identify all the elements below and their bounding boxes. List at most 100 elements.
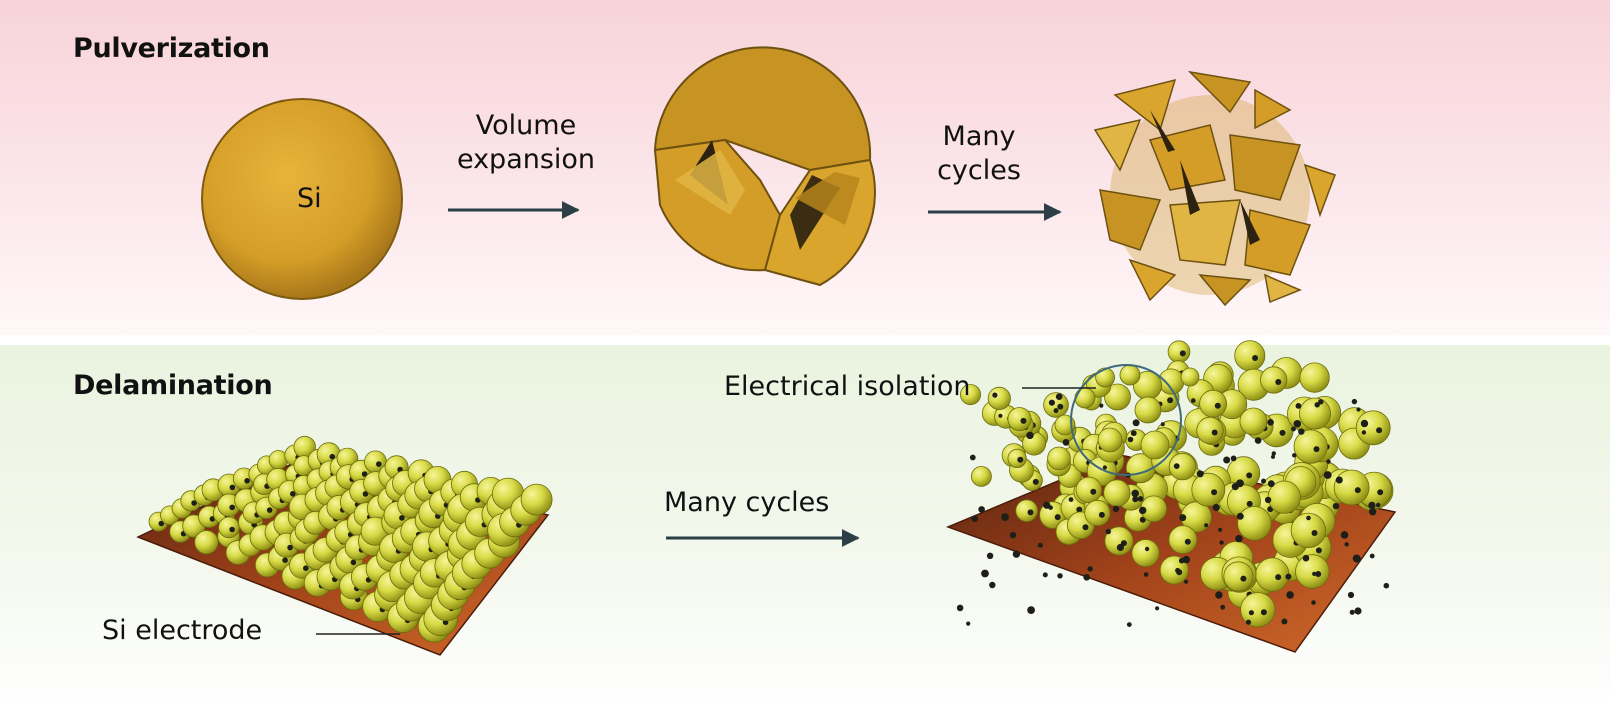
carbon-dot	[1313, 446, 1320, 453]
debris-dot	[1026, 431, 1034, 440]
debris-dot	[1191, 398, 1196, 403]
silicon-sphere	[1084, 499, 1111, 527]
carbon-dot	[1076, 506, 1083, 513]
fresh-electrode	[136, 435, 553, 656]
many-cycles-line1: Many	[942, 121, 1016, 152]
silicon-sphere	[1043, 392, 1069, 418]
debris-dot	[969, 454, 976, 461]
debris-dot	[1264, 496, 1272, 504]
carbon-dot	[1167, 397, 1174, 404]
debris-dot	[1112, 505, 1120, 513]
silicon-sphere	[1237, 506, 1272, 541]
carbon-dot	[1184, 538, 1191, 545]
debris-dot	[1236, 479, 1244, 488]
debris-dot	[971, 515, 978, 522]
many-cycles-label-bottom: Many cycles	[664, 487, 830, 518]
debris-dot	[956, 604, 964, 612]
debris-dot	[1271, 454, 1275, 459]
debris-dot	[966, 621, 971, 626]
debris-dot	[1286, 591, 1294, 599]
debris-dot	[998, 413, 1003, 418]
silicon-sphere	[1355, 410, 1391, 446]
silicon-sphere	[971, 465, 992, 487]
silicon-sphere	[1260, 366, 1288, 394]
debris-dot	[1356, 407, 1361, 412]
silicon-sphere	[1104, 383, 1131, 411]
delaminated-electrode	[945, 340, 1397, 653]
debris-dot	[1326, 459, 1331, 464]
debris-dot	[1351, 398, 1358, 405]
carbon-dot	[290, 491, 296, 497]
debris-dot	[1175, 567, 1181, 574]
debris-dot	[1311, 600, 1316, 605]
many-cycles-label-top: Many cycles	[920, 120, 1038, 188]
debris-dot	[1196, 470, 1204, 478]
debris-dot	[1204, 523, 1209, 528]
silicon-sphere	[1168, 452, 1197, 481]
debris-dot	[1042, 572, 1048, 578]
silicon-sphere	[1168, 525, 1198, 554]
carbon-dot	[1214, 402, 1221, 409]
carbon-dot	[229, 504, 235, 511]
electrical-isolation-label: Electrical isolation	[724, 371, 971, 402]
cracked-particle	[653, 46, 876, 287]
carbon-dot	[1279, 429, 1286, 436]
carbon-dot	[399, 515, 405, 521]
isolated-sphere	[1180, 367, 1200, 387]
silicon-label: Si	[297, 183, 322, 214]
silicon-sphere	[1239, 407, 1268, 436]
volume-expansion-line1: Volume	[475, 110, 577, 141]
carbon-dot	[1275, 574, 1282, 581]
carbon-dot	[1315, 547, 1322, 554]
debris-dot	[1302, 554, 1310, 562]
carbon-dot	[1082, 524, 1089, 531]
silicon-sphere	[1199, 389, 1227, 418]
carbon-dot	[361, 471, 368, 477]
debris-dot	[1292, 453, 1297, 458]
debris-dot	[1179, 514, 1187, 522]
debris-dot	[1281, 618, 1288, 625]
debris-dot	[1055, 393, 1063, 401]
debris-dot	[1261, 478, 1266, 484]
debris-dot	[1155, 606, 1160, 611]
si-electrode-label: Si electrode	[102, 615, 263, 646]
debris-dot	[981, 569, 989, 578]
debris-dot	[1318, 399, 1324, 405]
debris-dot	[1347, 591, 1355, 599]
debris-dot	[1057, 573, 1063, 579]
carbon-dot	[1260, 609, 1267, 616]
carbon-dot	[1057, 403, 1064, 410]
debris-dot	[1173, 463, 1180, 469]
carbon-dot	[1311, 530, 1318, 536]
scattered-particles	[956, 340, 1394, 628]
debris-dot	[1230, 455, 1237, 462]
pulverized-particle	[1093, 70, 1336, 307]
debris-dot	[1087, 566, 1093, 572]
silicon-sphere	[960, 384, 982, 406]
debris-dot	[1127, 436, 1134, 443]
volume-expansion-label: Volume expansion	[434, 109, 618, 177]
debris-dot	[1105, 528, 1112, 535]
volume-expansion-line2: expansion	[456, 143, 596, 175]
debris-dot	[1306, 515, 1311, 521]
isolated-sphere	[1074, 387, 1096, 409]
isolated-sphere	[1140, 430, 1170, 460]
debris-dot	[1126, 622, 1132, 627]
debris-dot	[1354, 607, 1362, 615]
debris-dot	[1248, 610, 1254, 616]
carbon-dot	[158, 520, 165, 527]
debris-dot	[1043, 501, 1051, 509]
debris-dot	[1218, 527, 1223, 532]
debris-dot	[1220, 604, 1226, 610]
debris-dot	[1335, 476, 1343, 484]
silicon-sphere	[1007, 448, 1027, 468]
silicon-sphere	[1131, 539, 1160, 568]
carbon-dot	[1054, 514, 1061, 521]
carbon-dot	[303, 565, 309, 571]
silicon-sphere	[1333, 469, 1370, 506]
isolated-sphere	[1097, 427, 1123, 453]
debris-dot	[1254, 437, 1262, 444]
many-cycles-line2: cycles	[937, 154, 1021, 186]
